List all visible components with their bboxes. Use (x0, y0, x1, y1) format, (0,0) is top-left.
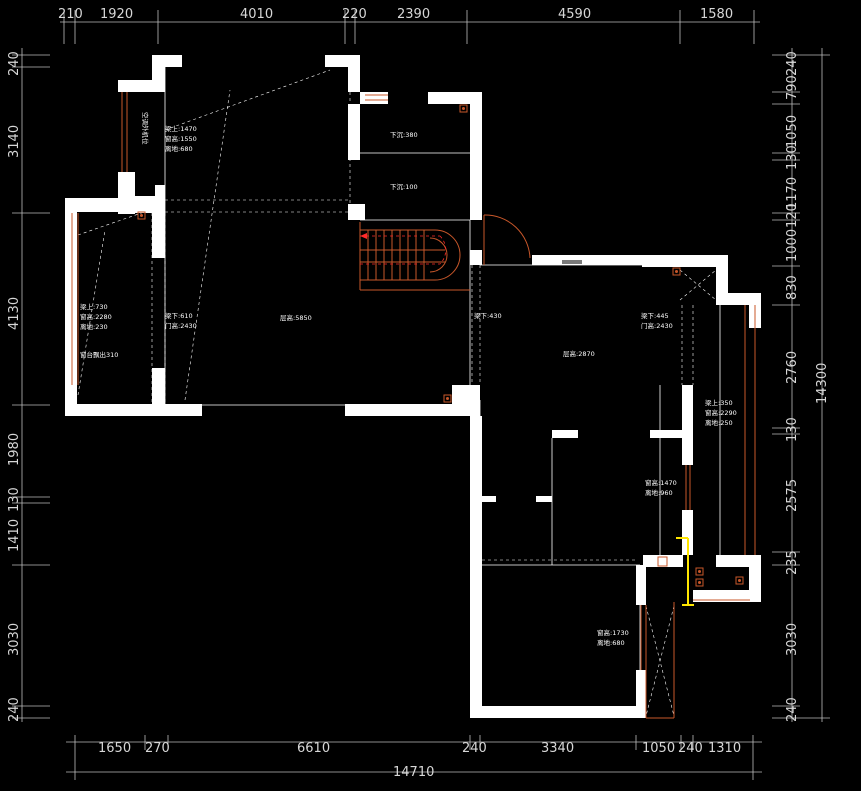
label-window-height-2280: 窗高:2280 (80, 312, 112, 321)
right-dimensions: 790 240 1050 130 1170 120 1000 830 2760 … (785, 51, 830, 722)
label-drop-380: 下沉:380 (390, 131, 418, 139)
bottom-dim-3: 6610 (297, 741, 330, 756)
left-dim-2: 3140 (7, 125, 22, 158)
label-door-height-2430-b: 门高:2430 (641, 321, 673, 330)
top-dim-2: 1920 (100, 7, 133, 22)
label-sill-680-b: 离地:680 (597, 638, 625, 647)
bottom-dim-5: 3340 (541, 741, 574, 756)
right-dimension-line (772, 48, 830, 722)
right-total: 14300 (815, 363, 830, 404)
top-dim-1: 210 (58, 7, 83, 22)
left-dim-6: 1410 (7, 519, 22, 552)
right-dim-7: 1000 (785, 229, 800, 262)
label-sill-680: 离地:680 (165, 144, 193, 153)
left-dimensions: 240 3140 4130 1980 130 1410 3030 240 (7, 51, 22, 722)
staircase (359, 222, 470, 291)
top-dimensions: 210 1920 4010 220 2390 4590 1580 (58, 7, 733, 22)
right-dim-5: 1170 (785, 177, 800, 210)
label-beam-430: 梁下:430 (474, 311, 502, 320)
label-sill-230: 离地:230 (80, 322, 108, 331)
left-dim-4: 1980 (7, 433, 22, 466)
label-ceiling-2870: 层高:2870 (563, 349, 595, 358)
right-dim-3: 1050 (785, 115, 800, 148)
bottom-dim-6: 1050 (642, 741, 675, 756)
left-dim-3: 4130 (7, 297, 22, 330)
right-dim-10: 130 (785, 417, 800, 442)
right-dim-13: 3030 (785, 623, 800, 656)
bottom-dimension-line (66, 735, 762, 780)
left-dimension-line (12, 48, 50, 722)
label-beam-1470: 梁上:1470 (165, 124, 197, 133)
label-bay-310: 窗台飘出310 (80, 350, 118, 359)
top-dimension-line (60, 10, 760, 44)
right-dim-14: 240 (785, 697, 800, 722)
label-ac-unit: 空调外机位 (141, 112, 150, 145)
top-dim-3: 4010 (240, 7, 273, 22)
label-beam-350: 梁上:350 (705, 398, 733, 407)
label-door-height-2430-a: 门高:2430 (165, 321, 197, 330)
door-swing (483, 214, 531, 265)
label-drop-100: 下沉:100 (390, 183, 418, 191)
label-beam-610: 梁下:610 (165, 311, 193, 320)
top-dim-6: 4590 (558, 7, 591, 22)
right-dim-8: 830 (785, 275, 800, 300)
label-ceiling-5850: 层高:5850 (280, 313, 312, 322)
label-beam-445: 梁下:445 (641, 311, 669, 320)
label-window-height-2290: 窗高:2290 (705, 408, 737, 417)
right-dim-12: 235 (785, 550, 800, 575)
left-dim-1: 240 (7, 51, 22, 76)
bottom-dimensions: 1650 270 6610 240 3340 1050 240 1310 147… (98, 741, 741, 780)
bottom-dim-2: 270 (145, 741, 170, 756)
right-dim-6: 120 (785, 203, 800, 228)
bottom-dim-4: 240 (462, 741, 487, 756)
windows (71, 92, 756, 719)
bottom-dim-1: 1650 (98, 741, 131, 756)
label-window-height-1470: 窗高:1470 (645, 478, 677, 487)
top-dim-4: 220 (342, 7, 367, 22)
label-window-height-1550: 窗高:1550 (165, 134, 197, 143)
label-sill-960: 离地:960 (645, 488, 673, 497)
label-window-height-1730: 窗高:1730 (597, 628, 629, 637)
bottom-dim-8: 1310 (708, 741, 741, 756)
annotations: 梁上:1470 窗高:1550 离地:680 空调外机位 下沉:380 下沉:1… (80, 112, 737, 647)
diagonal-lines (77, 69, 717, 717)
right-dim-11: 2575 (785, 479, 800, 512)
label-sill-250: 离地:250 (705, 418, 733, 427)
bottom-dim-7: 240 (678, 741, 703, 756)
left-dim-5: 130 (7, 487, 22, 512)
label-beam-730: 梁上:730 (80, 302, 108, 311)
left-dim-8: 240 (7, 697, 22, 722)
right-dim-2: 240 (785, 51, 800, 76)
right-dim-4: 130 (785, 145, 800, 170)
bottom-total: 14710 (393, 765, 434, 780)
top-dim-7: 1580 (700, 7, 733, 22)
right-dim-9: 2760 (785, 351, 800, 384)
column-markers (137, 104, 744, 587)
top-dim-5: 2390 (397, 7, 430, 22)
details (562, 260, 694, 606)
walls (65, 55, 761, 718)
left-dim-7: 3030 (7, 623, 22, 656)
right-dim-1: 790 (785, 75, 800, 100)
